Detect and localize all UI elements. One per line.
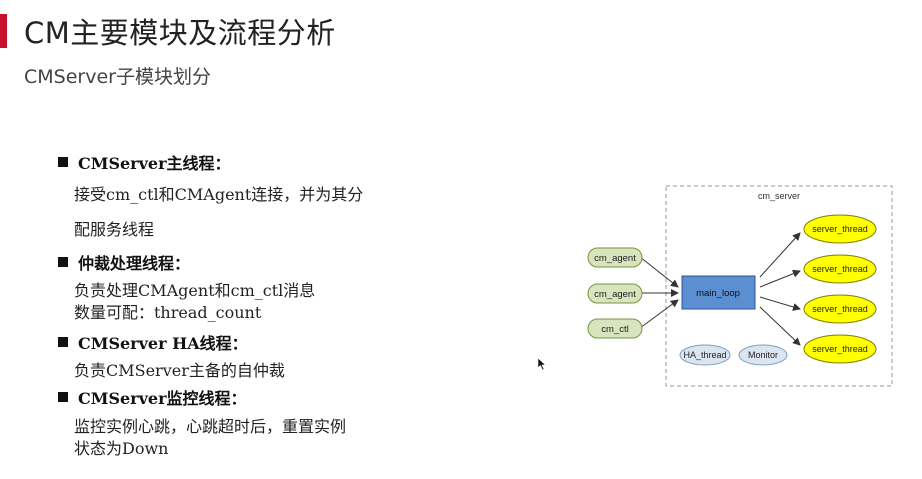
svg-text:cm_ctl: cm_ctl: [601, 324, 628, 335]
svg-text:HA_thread: HA_thread: [683, 350, 726, 360]
svg-text:server_thread: server_thread: [812, 224, 868, 234]
svg-text:main_loop: main_loop: [696, 288, 740, 299]
mouse-cursor-icon: [537, 357, 547, 371]
arrow-main-to-thread3: [759, 296, 801, 311]
svg-text:server_thread: server_thread: [812, 304, 868, 314]
arrow-main-to-thread2: [759, 269, 801, 288]
page-title: CM主要模块及流程分析: [24, 16, 336, 50]
svg-text:server_thread: server_thread: [812, 264, 868, 274]
bullet-square-icon: [58, 337, 68, 347]
node-server-thread-2: server_thread: [803, 254, 877, 284]
container-label: cm_server: [758, 191, 800, 201]
arrow-ctl-to-main: [639, 299, 679, 329]
arrow-main-to-thread4: [759, 306, 801, 346]
section-arbitration-heading: 仲裁处理线程：: [58, 250, 190, 274]
section-main-thread-line-2: 配服务线程: [74, 220, 155, 239]
node-server-thread-1: server_thread: [803, 214, 877, 244]
node-cm-ctl: cm_ctl: [587, 318, 643, 339]
section-main-thread-heading: CMServer主线程：: [58, 150, 231, 174]
arrow-agent1-to-main: [639, 256, 679, 288]
svg-text:server_thread: server_thread: [812, 344, 868, 354]
bullet-square-icon: [58, 392, 68, 402]
node-monitor: Monitor: [738, 344, 788, 366]
title-accent-bar: [0, 14, 7, 48]
section-monitor-line-2: 状态为Down: [74, 439, 169, 458]
node-cm-agent-1: cm_agent: [587, 247, 643, 268]
node-ha-thread: HA_thread: [679, 344, 731, 366]
node-server-thread-4: server_thread: [803, 334, 877, 364]
svg-text:cm_agent: cm_agent: [594, 289, 636, 300]
bullet-square-icon: [58, 157, 68, 167]
node-cm-agent-2: cm_agent: [587, 283, 643, 304]
section-main-thread-line-1: 接受cm_ctl和CMAgent连接，并为其分: [74, 185, 364, 204]
section-arbitration-line-2: 数量可配：thread_count: [74, 303, 262, 322]
section-ha-line-1: 负责CMServer主备的自仲裁: [74, 361, 285, 380]
bullet-square-icon: [58, 257, 68, 267]
svg-text:cm_agent: cm_agent: [594, 253, 636, 264]
section-arbitration-line-1: 负责处理CMAgent和cm_ctl消息: [74, 281, 316, 300]
arrow-main-to-thread1: [759, 232, 801, 278]
section-monitor-heading: CMServer监控线程：: [58, 385, 247, 409]
section-monitor-line-1: 监控实例心跳，心跳超时后，重置实例: [74, 417, 347, 436]
page-subtitle: CMServer子模块划分: [24, 66, 211, 88]
svg-text:Monitor: Monitor: [748, 350, 778, 360]
node-server-thread-3: server_thread: [803, 294, 877, 324]
node-main-loop: main_loop: [681, 275, 756, 310]
section-ha-heading: CMServer HA线程：: [58, 330, 248, 354]
